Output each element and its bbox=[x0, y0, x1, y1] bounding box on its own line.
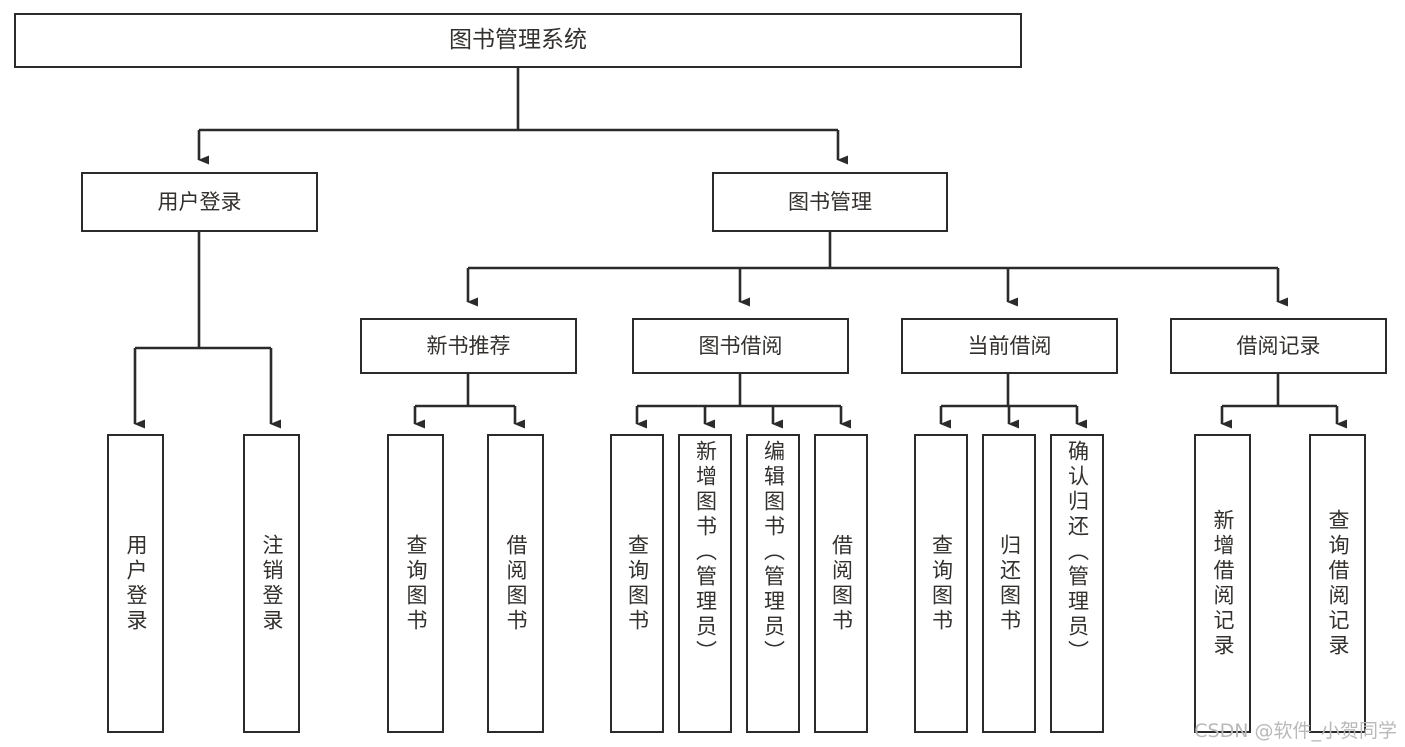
leaf-label: 确认归还（管理员） bbox=[1065, 440, 1090, 665]
leaf-label: 查询图书 bbox=[404, 533, 428, 634]
leaf-label: 借阅图书 bbox=[829, 533, 854, 634]
leaf-label: 查询图书 bbox=[929, 533, 954, 634]
leaf-current-borrow-query[interactable]: 查询图书 bbox=[914, 434, 968, 733]
node-book-management[interactable]: 图书管理 bbox=[712, 172, 948, 232]
leaf-new-book-borrow[interactable]: 借阅图书 bbox=[487, 434, 544, 733]
node-new-book-recommend[interactable]: 新书推荐 bbox=[360, 318, 577, 374]
leaf-label: 注销登录 bbox=[260, 533, 284, 634]
leaf-book-borrow-borrow[interactable]: 借阅图书 bbox=[814, 434, 868, 733]
leaf-label: 新增借阅记录 bbox=[1211, 508, 1235, 659]
node-current-borrow[interactable]: 当前借阅 bbox=[901, 318, 1118, 374]
leaf-borrow-record-query[interactable]: 查询借阅记录 bbox=[1309, 434, 1366, 733]
node-root-system[interactable]: 图书管理系统 bbox=[14, 13, 1022, 68]
node-user-login[interactable]: 用户登录 bbox=[81, 172, 318, 232]
leaf-book-borrow-add[interactable]: 新增图书（管理员） bbox=[678, 434, 732, 733]
leaf-label: 借阅图书 bbox=[504, 533, 528, 634]
leaf-user-login-login[interactable]: 用户登录 bbox=[107, 434, 164, 733]
leaf-label: 归还图书 bbox=[997, 533, 1022, 634]
leaf-book-borrow-query[interactable]: 查询图书 bbox=[610, 434, 664, 733]
leaf-label: 编辑图书（管理员） bbox=[761, 440, 786, 665]
leaf-label: 查询借阅记录 bbox=[1326, 508, 1350, 659]
leaf-borrow-record-add[interactable]: 新增借阅记录 bbox=[1194, 434, 1251, 733]
node-borrow-record[interactable]: 借阅记录 bbox=[1170, 318, 1387, 374]
leaf-label: 用户登录 bbox=[124, 533, 148, 634]
leaf-user-login-logout[interactable]: 注销登录 bbox=[243, 434, 300, 733]
node-book-borrow[interactable]: 图书借阅 bbox=[632, 318, 849, 374]
leaf-current-borrow-return[interactable]: 归还图书 bbox=[982, 434, 1036, 733]
leaf-current-borrow-confirm[interactable]: 确认归还（管理员） bbox=[1050, 434, 1104, 733]
leaf-book-borrow-edit[interactable]: 编辑图书（管理员） bbox=[746, 434, 800, 733]
leaf-label: 新增图书（管理员） bbox=[693, 440, 718, 665]
leaf-new-book-query[interactable]: 查询图书 bbox=[387, 434, 444, 733]
leaf-label: 查询图书 bbox=[625, 533, 650, 634]
